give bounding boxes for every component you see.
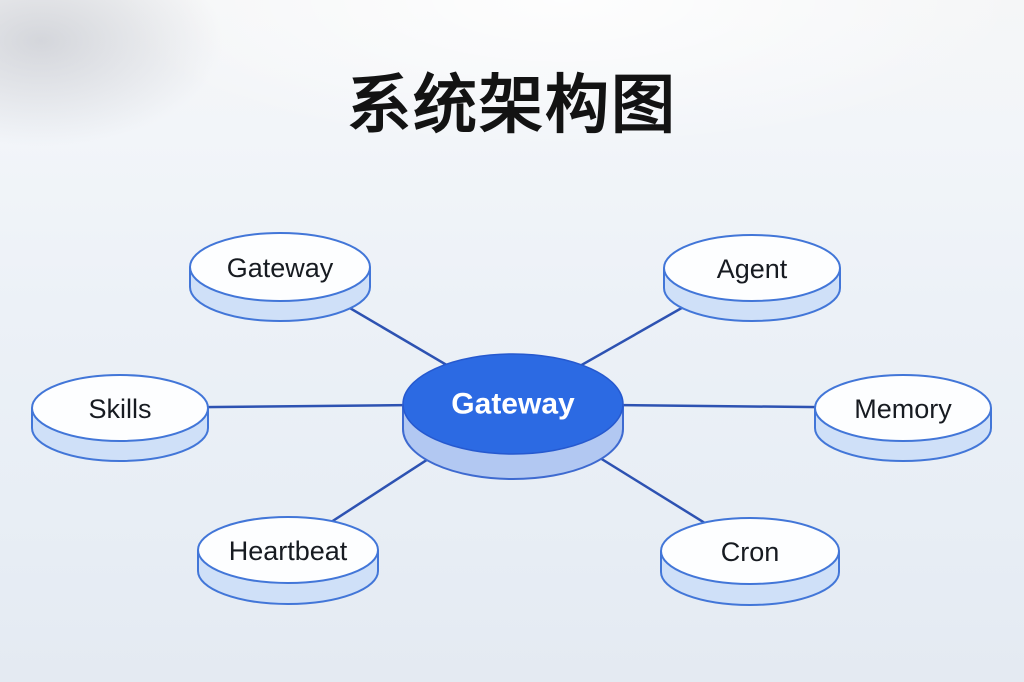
node-agent: Agent <box>663 234 841 322</box>
node-agent-label: Agent <box>717 254 788 284</box>
node-skills-face <box>31 374 209 442</box>
node-cron-label: Cron <box>721 537 780 567</box>
node-skills: Skills <box>31 374 209 462</box>
node-gateway-hub: Gateway <box>402 353 624 480</box>
node-gateway-label: Gateway <box>227 253 334 283</box>
node-cron: Cron <box>660 517 840 606</box>
node-heartbeat: Heartbeat <box>197 516 379 605</box>
node-agent-face <box>663 234 841 302</box>
node-heartbeat-face <box>197 516 379 584</box>
page-title: 系统架构图 <box>347 69 677 141</box>
node-heartbeat-label: Heartbeat <box>229 536 348 566</box>
node-gateway-hub-face <box>402 353 624 455</box>
node-gateway: Gateway <box>189 232 371 322</box>
node-gateway-hub-label: Gateway <box>451 388 575 421</box>
node-memory-label: Memory <box>854 394 952 424</box>
node-skills-label: Skills <box>88 394 151 424</box>
node-memory-face <box>814 374 992 442</box>
node-memory: Memory <box>814 374 992 462</box>
node-gateway-face <box>189 232 371 302</box>
node-cron-face <box>660 517 840 585</box>
